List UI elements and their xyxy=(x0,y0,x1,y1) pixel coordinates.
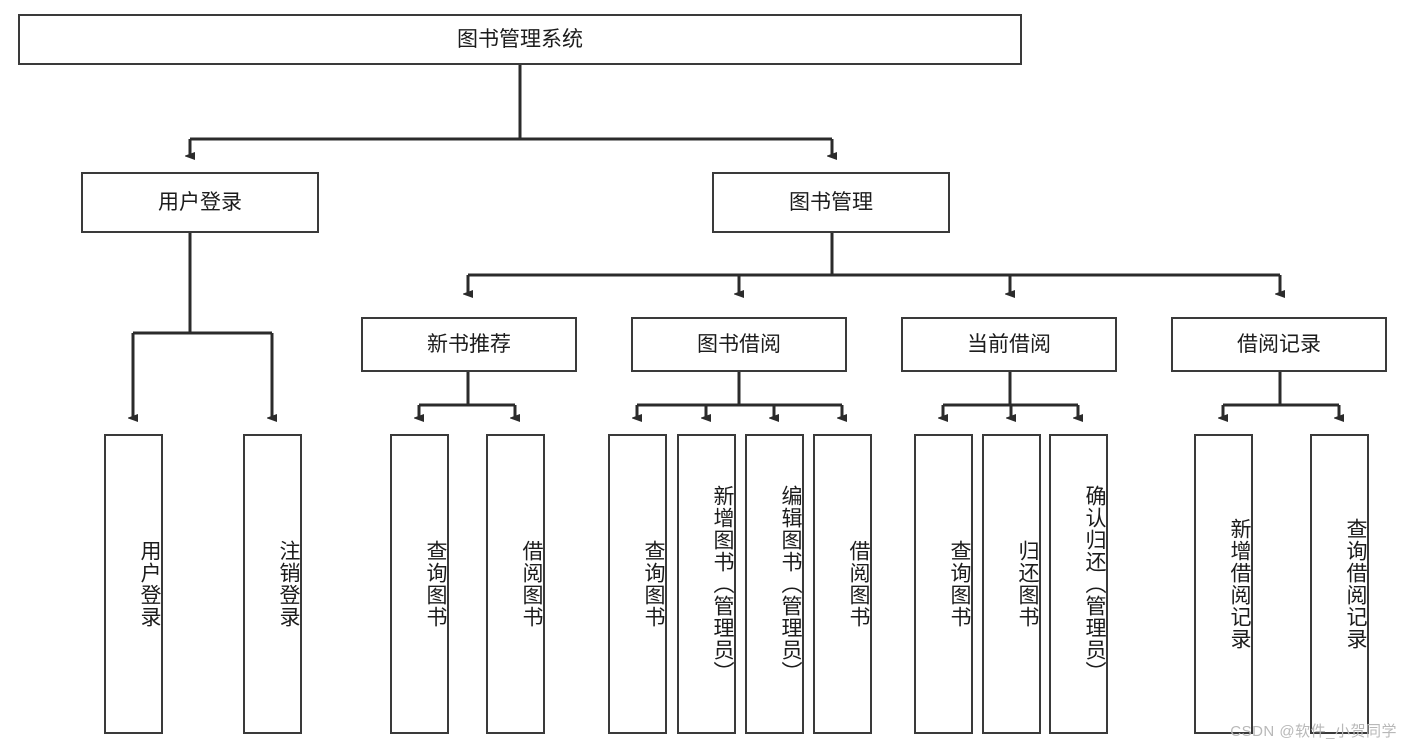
leaf-logout-login[interactable]: 注销登录 xyxy=(243,434,302,734)
leaf-query-book-3[interactable]: 查询图书 xyxy=(914,434,973,734)
leaf-add-record[interactable]: 新增借阅记录 xyxy=(1194,434,1253,734)
leaf-add-book-label: 新增图书（管理员） xyxy=(711,485,734,683)
node-book-manage[interactable]: 图书管理 xyxy=(712,172,950,233)
node-book-borrow-label: 图书借阅 xyxy=(697,332,781,356)
leaf-borrow-book-1[interactable]: 借阅图书 xyxy=(486,434,545,734)
leaf-logout-login-label: 注销登录 xyxy=(277,540,300,628)
leaf-user-login-label: 用户登录 xyxy=(138,540,161,628)
leaf-add-book[interactable]: 新增图书（管理员） xyxy=(677,434,736,734)
node-book-manage-label: 图书管理 xyxy=(789,190,873,214)
node-book-borrow[interactable]: 图书借阅 xyxy=(631,317,847,372)
node-user-login-label: 用户登录 xyxy=(158,190,242,214)
leaf-return-book[interactable]: 归还图书 xyxy=(982,434,1041,734)
node-current-borrow-label: 当前借阅 xyxy=(967,332,1051,356)
leaf-query-book-2-label: 查询图书 xyxy=(642,540,665,628)
node-borrow-record-label: 借阅记录 xyxy=(1237,332,1321,356)
leaf-edit-book-label: 编辑图书（管理员） xyxy=(779,485,802,683)
node-root-label: 图书管理系统 xyxy=(457,27,583,51)
leaf-edit-book[interactable]: 编辑图书（管理员） xyxy=(745,434,804,734)
leaf-query-record-label: 查询借阅记录 xyxy=(1344,518,1367,650)
node-user-login[interactable]: 用户登录 xyxy=(81,172,319,233)
csdn-watermark: CSDN @软件_小贺同学 xyxy=(1230,723,1397,740)
leaf-query-record[interactable]: 查询借阅记录 xyxy=(1310,434,1369,734)
leaf-borrow-book-1-label: 借阅图书 xyxy=(520,540,543,628)
leaf-query-book-2[interactable]: 查询图书 xyxy=(608,434,667,734)
node-current-borrow[interactable]: 当前借阅 xyxy=(901,317,1117,372)
leaf-query-book-1-label: 查询图书 xyxy=(424,540,447,628)
node-borrow-record[interactable]: 借阅记录 xyxy=(1171,317,1387,372)
leaf-confirm-return[interactable]: 确认归还（管理员） xyxy=(1049,434,1108,734)
leaf-user-login[interactable]: 用户登录 xyxy=(104,434,163,734)
leaf-confirm-return-label: 确认归还（管理员） xyxy=(1083,485,1106,683)
leaf-borrow-book-2[interactable]: 借阅图书 xyxy=(813,434,872,734)
leaf-add-record-label: 新增借阅记录 xyxy=(1228,518,1251,650)
leaf-borrow-book-2-label: 借阅图书 xyxy=(847,540,870,628)
node-new-book-recommend[interactable]: 新书推荐 xyxy=(361,317,577,372)
leaf-return-book-label: 归还图书 xyxy=(1016,540,1039,628)
node-root[interactable]: 图书管理系统 xyxy=(18,14,1022,65)
leaf-query-book-1[interactable]: 查询图书 xyxy=(390,434,449,734)
node-new-book-recommend-label: 新书推荐 xyxy=(427,332,511,356)
leaf-query-book-3-label: 查询图书 xyxy=(948,540,971,628)
